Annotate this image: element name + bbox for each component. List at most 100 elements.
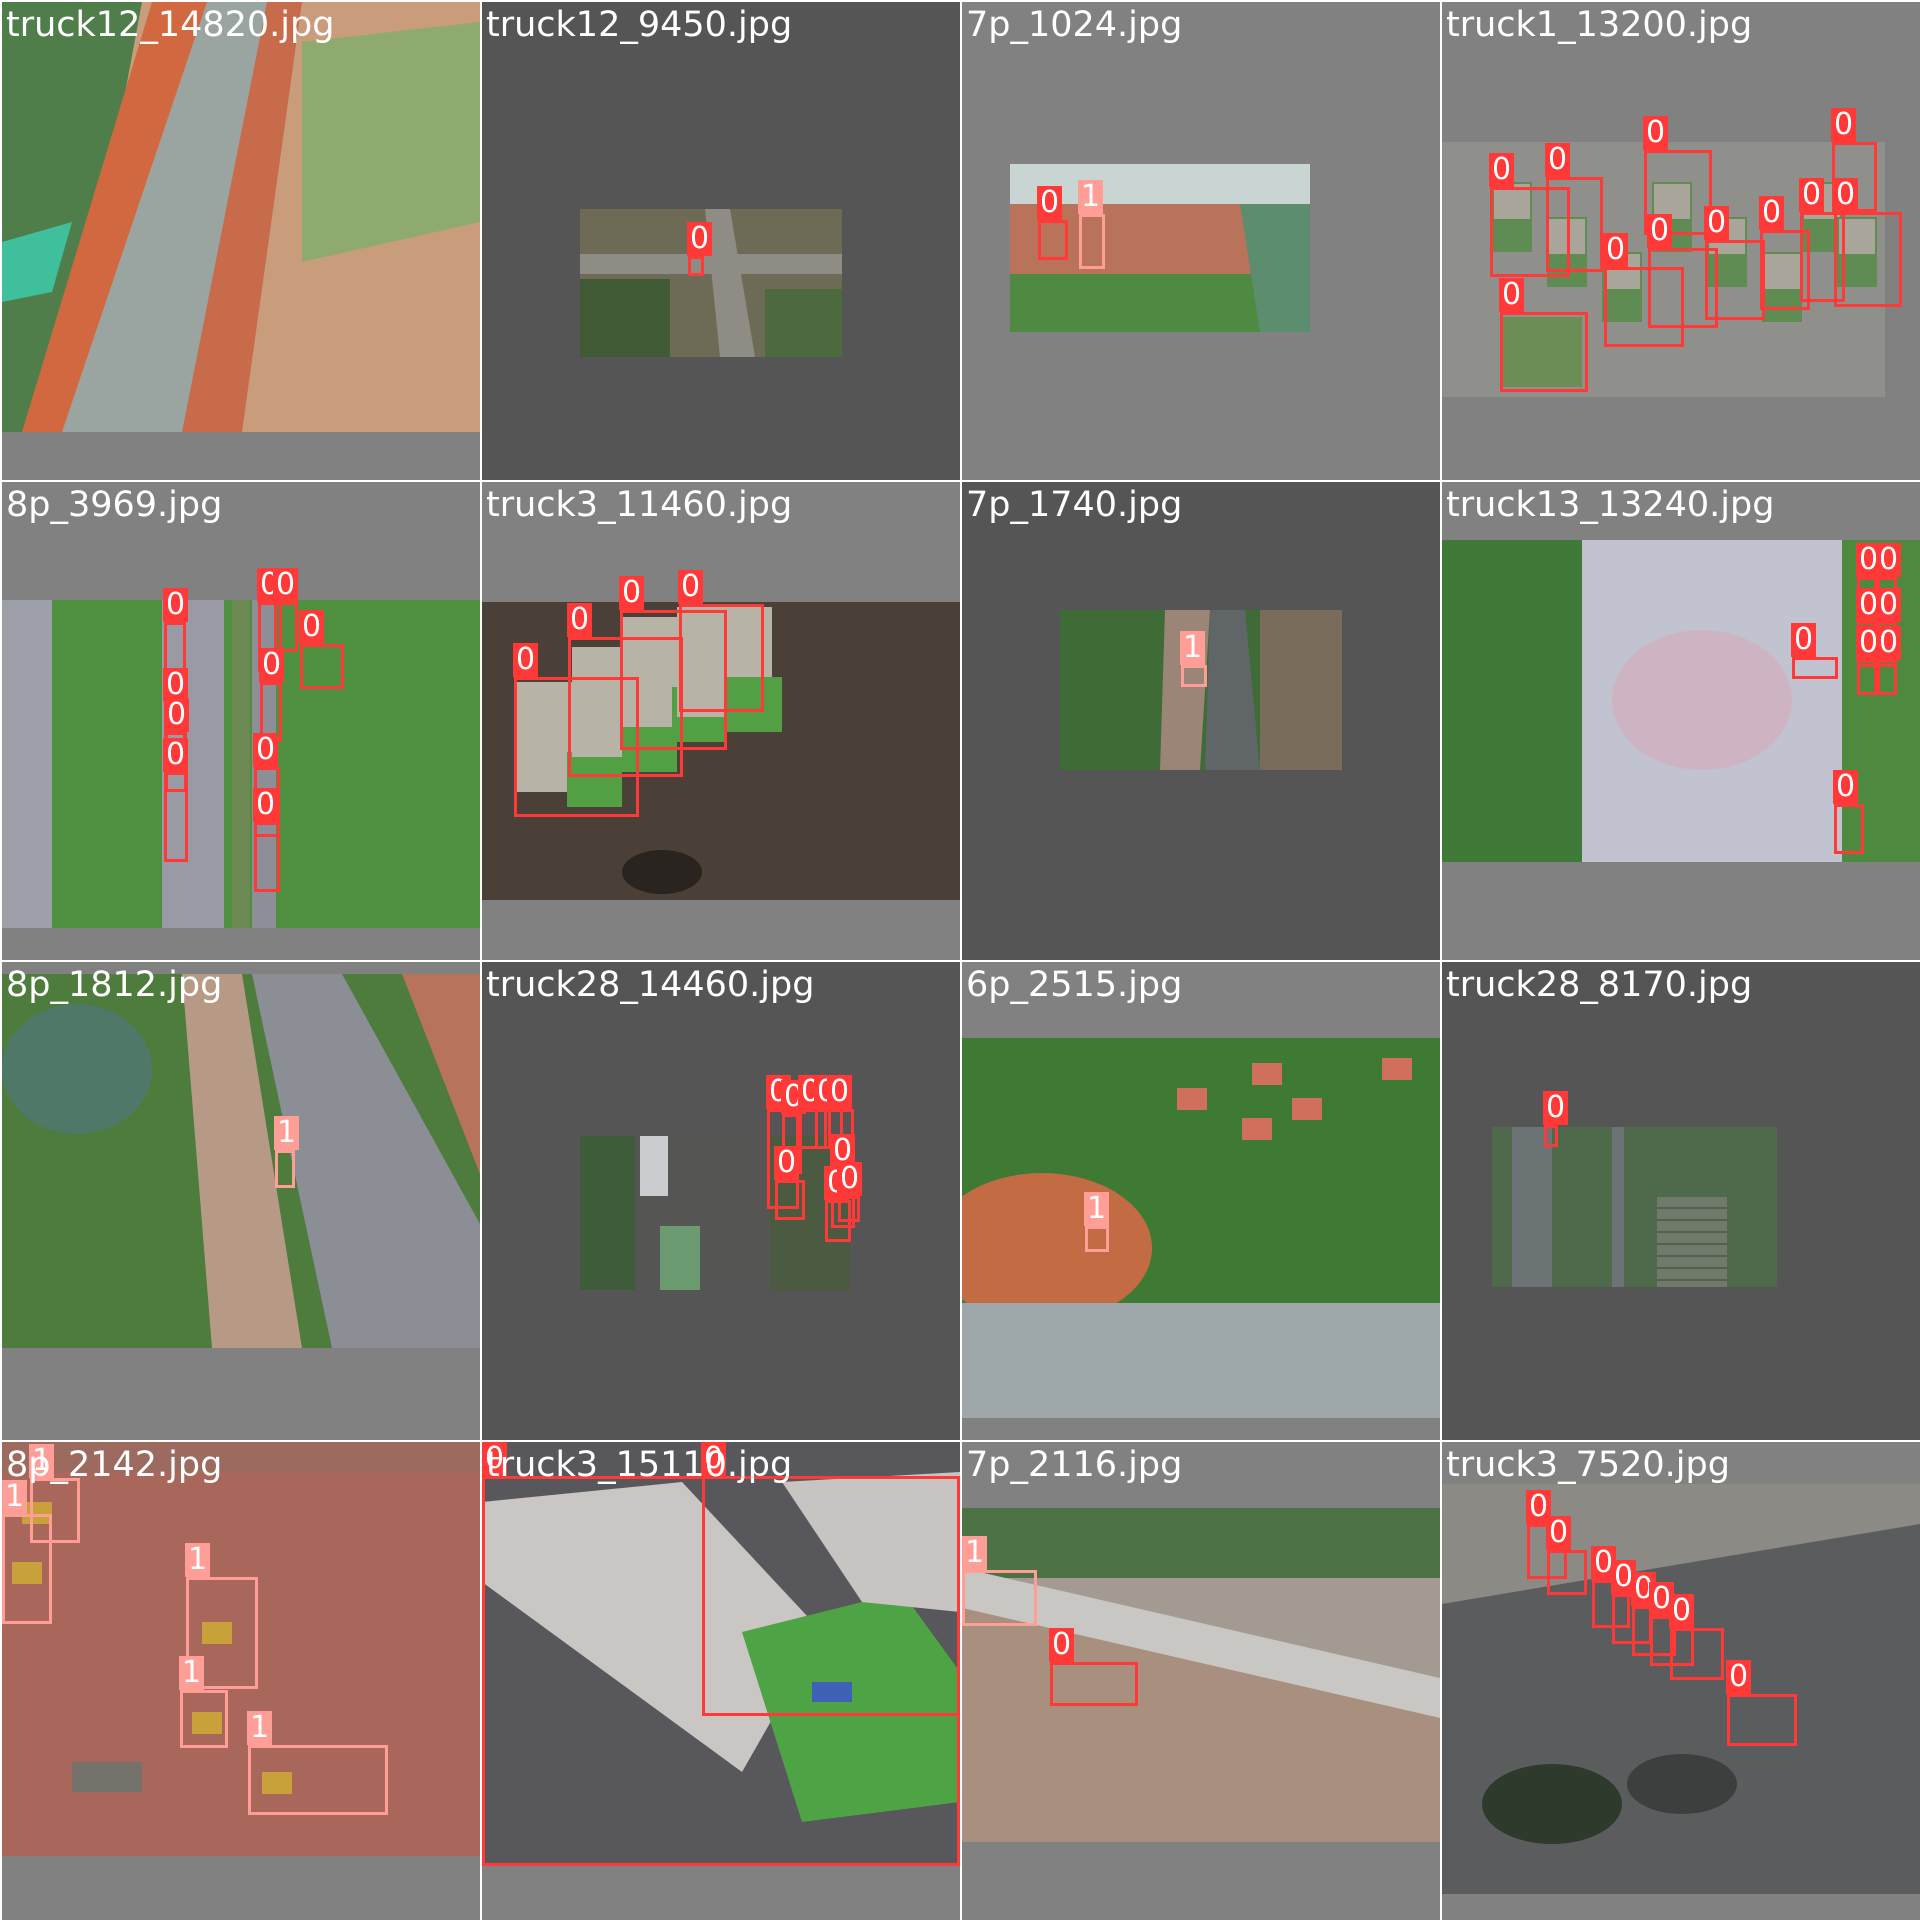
detection-box (1834, 804, 1864, 854)
detection-class-label: 0 (513, 643, 539, 677)
detection-box (1050, 1662, 1138, 1706)
detection-box (1644, 150, 1712, 235)
aerial-photo (2, 600, 480, 928)
tile-filename: truck28_14460.jpg (486, 965, 815, 1005)
aerial-photo (1060, 610, 1342, 770)
detection-class-label: 0 (1499, 278, 1525, 312)
aerial-photo (580, 1136, 850, 1290)
detection-class-label: 0 (1603, 233, 1629, 267)
detection-class-label: 0 (687, 222, 713, 256)
tile-filename: truck13_13240.jpg (1446, 485, 1775, 525)
tile-filename: 6p_2515.jpg (966, 965, 1183, 1005)
detection-class-label: 1 (1180, 631, 1206, 665)
detection-class-label: 1 (274, 1116, 300, 1150)
detection-box (1857, 660, 1877, 695)
detection-box (186, 1577, 258, 1689)
aerial-photo (482, 1442, 960, 1866)
detection-box (1727, 1694, 1797, 1746)
mosaic-tile: 000000000truck28_14460.jpg (482, 962, 960, 1440)
aerial-scene (2, 600, 480, 928)
tile-filename: truck3_7520.jpg (1446, 1445, 1730, 1485)
aerial-scene (1442, 1484, 1920, 1894)
tile-filename: truck28_8170.jpg (1446, 965, 1753, 1005)
detection-class-label: 0 (701, 1442, 727, 1476)
tile-filename: truck3_15110.jpg (486, 1445, 793, 1485)
tile-filename: truck1_13200.jpg (1446, 5, 1753, 45)
detection-class-label: 0 (164, 698, 190, 732)
detection-class-label: 0 (1759, 196, 1785, 230)
aerial-photo (1442, 1484, 1920, 1894)
detection-class-label: 0 (619, 576, 645, 610)
tile-filename: 7p_1024.jpg (966, 5, 1183, 45)
detection-class-label: 0 (774, 1146, 800, 1180)
detection-box (1181, 665, 1207, 687)
detection-box (2, 1514, 52, 1624)
detection-class-label: 0 (299, 610, 325, 644)
detection-class-label: 0 (1833, 178, 1859, 212)
mosaic-tile: 1 8p_1812.jpg (2, 962, 480, 1440)
detection-box (1085, 1226, 1109, 1252)
detection-box (1834, 212, 1902, 307)
detection-class-label: 0 (1726, 1660, 1752, 1694)
aerial-scene (962, 1038, 1440, 1418)
detection-class-label: 0 (1876, 543, 1902, 577)
detection-class-label: 0 (1799, 178, 1825, 212)
detection-class-label: 0 (163, 588, 189, 622)
detection-box (688, 256, 704, 276)
detection-box (1079, 214, 1105, 269)
tile-filename: 7p_1740.jpg (966, 485, 1183, 525)
detection-box (702, 1476, 960, 1716)
aerial-scene (2, 974, 480, 1348)
detection-box (679, 604, 764, 712)
detection-class-label: 0 (1643, 116, 1669, 150)
aerial-photo (962, 1508, 1440, 1842)
mosaic-tile: 1 6p_2515.jpg (962, 962, 1440, 1440)
detection-box (1544, 1125, 1558, 1147)
tile-filename: truck12_14820.jpg (6, 5, 335, 45)
detection-class-label: 0 (1876, 588, 1902, 622)
detection-box (248, 1745, 388, 1815)
detection-box (962, 1570, 1037, 1626)
tile-filename: truck3_11460.jpg (486, 485, 793, 525)
detection-class-label: 1 (1084, 1192, 1110, 1226)
detection-class-label: 0 (163, 738, 189, 772)
tile-filename: 7p_2116.jpg (966, 1445, 1183, 1485)
aerial-scene (580, 1136, 850, 1290)
detection-box (799, 1109, 827, 1149)
detection-class-label: 1 (179, 1656, 205, 1690)
tile-filename: 8p_1812.jpg (6, 965, 223, 1005)
aerial-scene (482, 1442, 960, 1866)
detection-class-label: 0 (1791, 623, 1817, 657)
aerial-scene (1010, 164, 1310, 332)
mosaic-tile: 0 truck28_8170.jpg (1442, 962, 1920, 1440)
detection-box (1490, 187, 1570, 277)
mosaic-tile: truck12_14820.jpg (2, 2, 480, 480)
detection-class-label: 1 (29, 1444, 55, 1478)
detection-box (1648, 248, 1718, 328)
detection-class-label: 1 (185, 1543, 211, 1577)
detection-box (1877, 660, 1897, 695)
detection-class-label: 0 (1546, 1516, 1572, 1550)
tile-filename: 8p_2142.jpg (6, 1445, 223, 1485)
detection-box (274, 602, 298, 652)
aerial-photo (2, 1442, 480, 1856)
detection-class-label: 0 (1833, 770, 1859, 804)
detection-class-label: 0 (1489, 153, 1515, 187)
detection-class-label: 1 (247, 1711, 273, 1745)
detection-box (1038, 220, 1068, 260)
detection-box (1792, 657, 1838, 679)
detection-class-label: 0 (1037, 186, 1063, 220)
detection-class-label: 0 (1647, 214, 1673, 248)
detection-class-label: 0 (1704, 206, 1730, 240)
mosaic-tile: 1 7p_1740.jpg (962, 482, 1440, 960)
detection-box (300, 644, 344, 689)
detection-class-label: 0 (1543, 1091, 1569, 1125)
detection-class-label: 0 (1831, 108, 1857, 142)
